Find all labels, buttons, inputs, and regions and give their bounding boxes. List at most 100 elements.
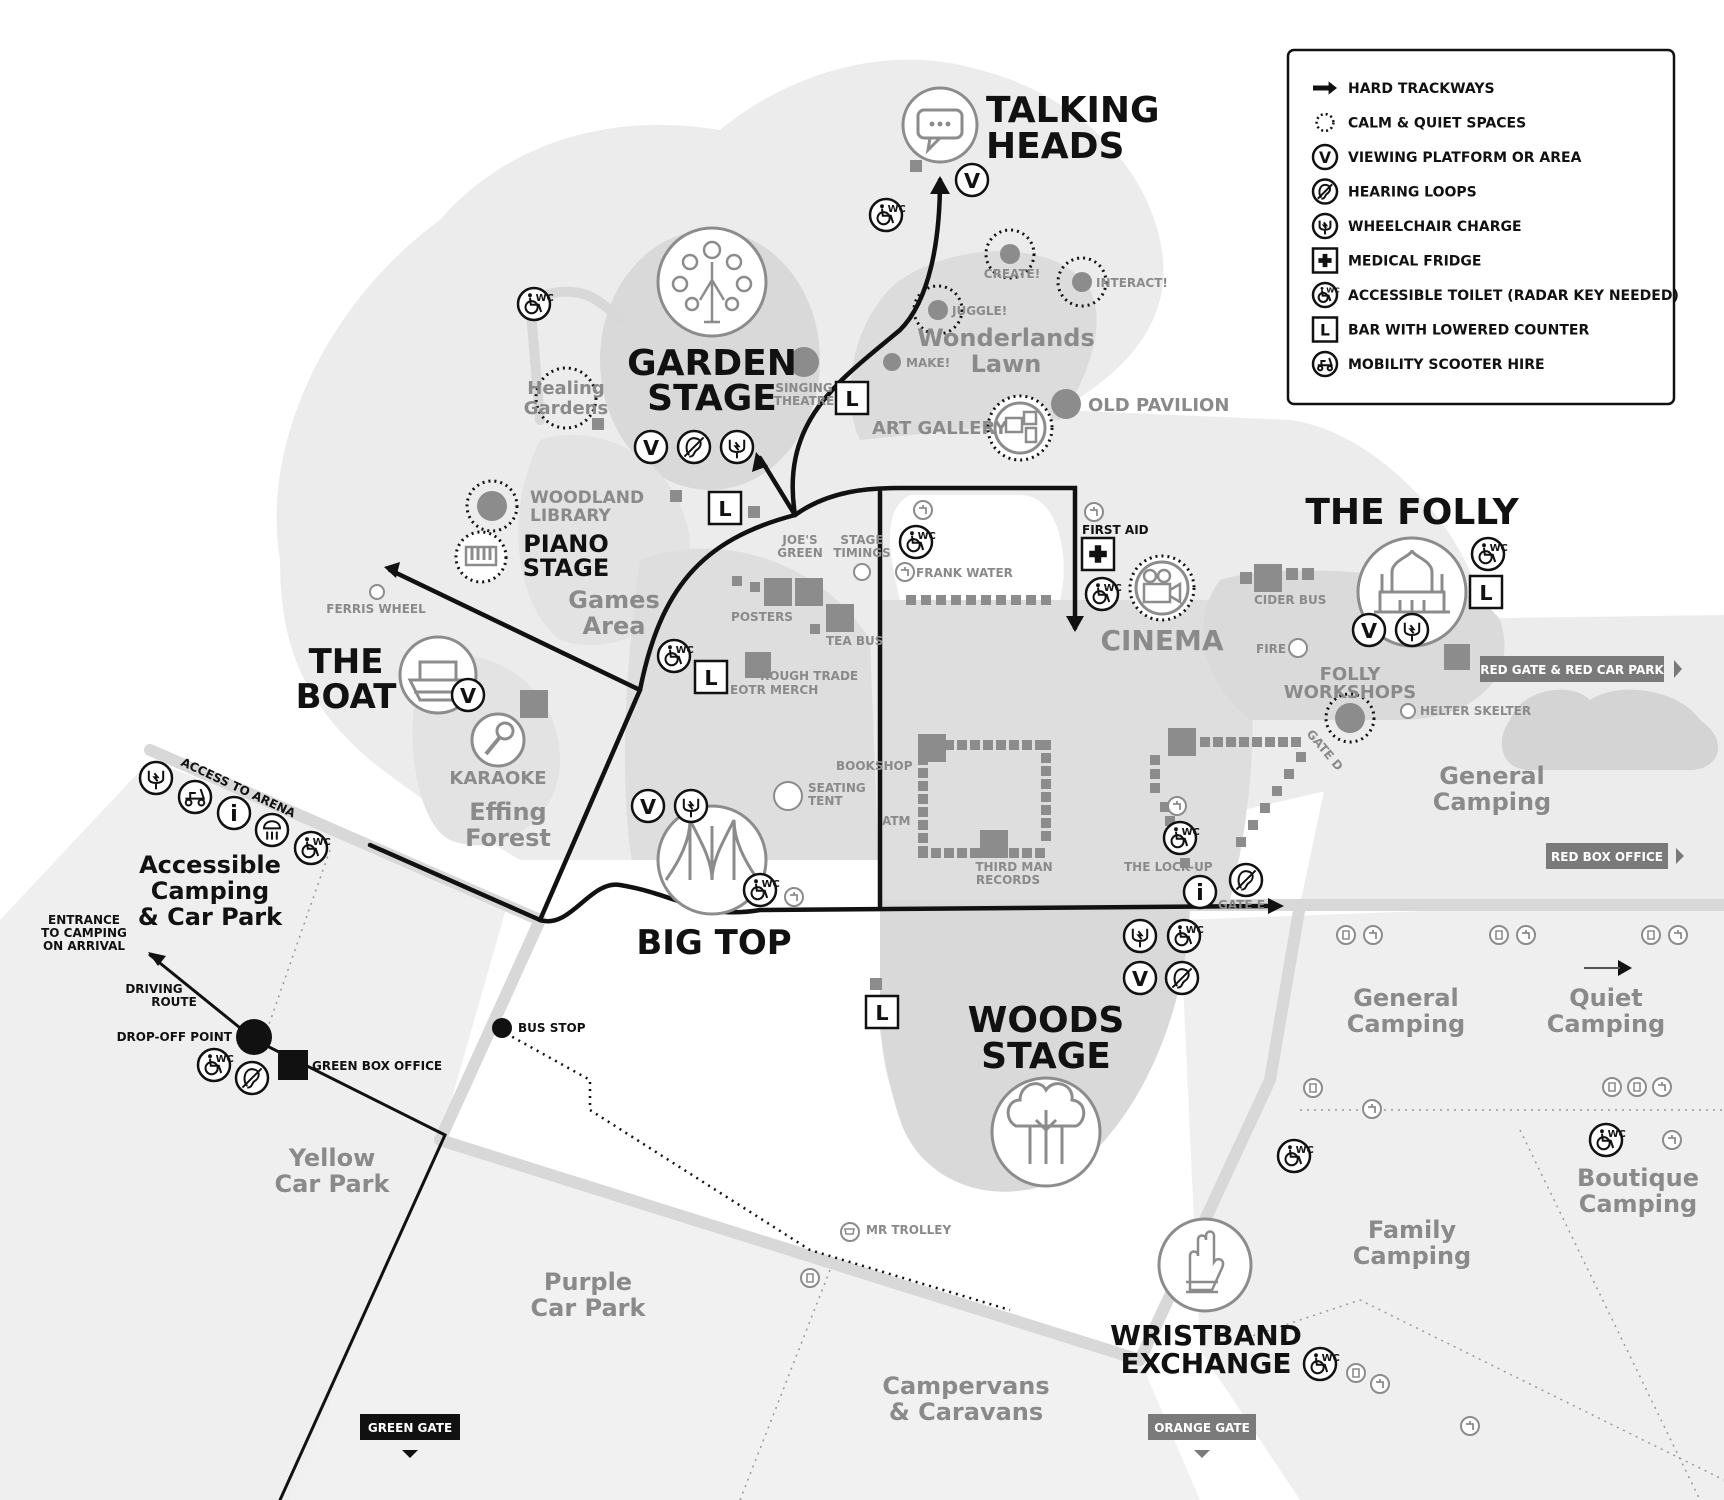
svg-text:V: V [460,684,476,708]
legend-item: MEDICAL FRIDGE [1311,247,1481,274]
fence-square [1272,786,1282,796]
arrowhead-driving [148,952,166,966]
entrance-to-camping-label-3: ON ARRIVAL [43,939,125,953]
svg-text:WC: WC [1326,286,1340,295]
fence-square [1022,848,1032,858]
fence-square [1041,792,1051,802]
fence-square [944,848,954,858]
ear-icon [1311,178,1339,205]
fence-square [918,820,928,830]
green-gate-label: GREEN GATE [368,1421,452,1435]
purple-car-park-title-2: Car Park [531,1294,647,1322]
fence-square [957,848,967,858]
boundary-5 [1239,1299,1724,1481]
l-icon: L [693,659,729,695]
cross-icon [1080,536,1116,572]
yellow-car-park-title-2: Car Park [275,1170,391,1198]
drop-off-point-dot [236,1019,272,1055]
wc-icon: WC [196,1047,234,1083]
fire-circle [1288,638,1308,658]
stall [826,604,854,632]
singing-theatre-label-2: THEATRE [774,394,834,408]
tap-icon [1362,1099,1382,1119]
wristband-exchange-title-1: WRISTBAND [1110,1319,1302,1352]
fence-square [918,781,928,791]
centre-lawn [440,860,880,1220]
fence-square [1035,740,1045,750]
general-camping-south-title-1: General [1353,984,1459,1012]
svg-text:V: V [640,795,656,819]
fence-square [1252,737,1262,747]
wonderlands-lawn-title-2: Lawn [971,350,1042,378]
tap-icon [1370,1374,1390,1394]
v-icon: V [1122,960,1158,996]
wc-icon: WC [868,197,906,233]
stall [748,506,760,518]
bus-route-dotted [499,1028,1011,1312]
svg-text:L: L [845,387,858,411]
stall [520,690,548,718]
svg-text:WC: WC [888,204,906,215]
fence-square [918,833,928,843]
orange-gate-pill [1148,1414,1256,1440]
svg-text:WC: WC [918,531,936,542]
fence-square [1180,858,1190,868]
stall [910,160,922,172]
svg-text:V: V [964,169,980,193]
fence-square [921,595,931,605]
campervans-title-1: Campervans [882,1372,1049,1400]
microphone-icon [484,735,502,756]
fence-square [1165,816,1175,826]
fence-square [1041,805,1051,815]
entrance-to-camping-label-1: ENTRANCE [48,913,120,927]
talking-heads-title-1: TALKING [986,90,1160,131]
woodland-library-label-1: WOODLAND [530,488,644,508]
cider-bus-label: CIDER BUS [1254,593,1326,607]
general-camping-south-title-2: Camping [1347,1010,1466,1038]
legend-item: CALM & QUIET SPACES [1315,112,1526,133]
stage-timings-label-2: TIMINGS [833,546,891,560]
quiet-spaces [236,228,1416,1080]
svg-text:WC: WC [1490,543,1508,554]
stall [670,490,682,502]
tap-icon [1363,925,1383,945]
stall [764,578,792,606]
fence-square [970,848,980,858]
talking-heads-title-2: HEADS [986,126,1124,167]
calm-quiet-space-folly [1324,692,1376,744]
big-top-tent-icon [664,819,760,881]
woods-stage-roundel [990,1076,1102,1188]
stall-squares [520,160,1470,990]
fence-square [1041,740,1051,750]
svg-text:WC: WC [1608,1129,1626,1140]
wc-icon: WC [1162,820,1200,856]
the-boat-title-2: BOAT [296,677,398,717]
woods-stage-title-1: WOODS [968,1000,1125,1041]
wc-icon: WC [1276,1138,1314,1174]
ear-icon [676,429,712,465]
fence-square [970,740,980,750]
fence-squares [906,595,1306,868]
fence-square [1041,595,1051,605]
the-folly-title: THE FOLLY [1305,492,1519,533]
boutique-camping-title-1: Boutique [1577,1164,1699,1192]
trees-icon [1006,1082,1086,1164]
fence-square [983,848,993,858]
centre-field-zone [880,600,1253,900]
fence-square [1265,737,1275,747]
tap-icon [895,562,915,582]
frank-water-label: FRANK WATER [916,566,1013,580]
fence-square [1150,769,1160,779]
fence-square [1260,803,1270,813]
tap-icon [1167,796,1187,816]
red-gate-label: RED GATE & RED CAR PARK [1480,663,1664,677]
wc-icon: WC [1302,1346,1340,1382]
red-box-office-pill [1546,843,1668,869]
fence-square [957,740,967,750]
fence-square [1213,737,1223,747]
stall [1168,728,1196,756]
svg-text:WC: WC [1296,1145,1314,1156]
shower-icon [254,812,290,848]
